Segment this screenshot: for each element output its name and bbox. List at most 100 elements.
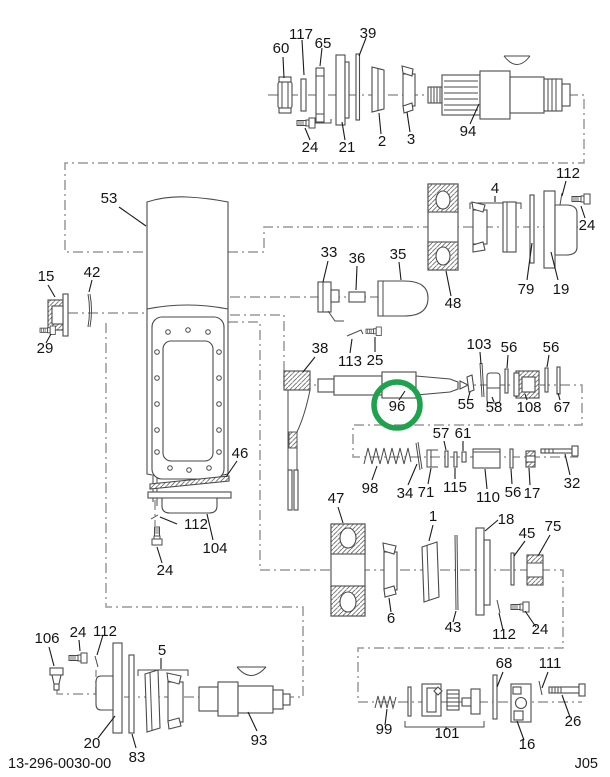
callout-68: 68 [496,655,513,672]
callout-leader-lines [45,37,586,749]
callout-43: 43 [445,619,462,636]
part-110-block [472,448,501,469]
callout-98: 98 [362,480,379,497]
callout-24: 24 [579,217,596,234]
part-65-spacer [315,67,325,123]
callout-111: 111 [539,655,562,672]
callout-79: 79 [518,281,535,298]
part-43-shim [454,534,459,611]
callout-24: 24 [157,562,174,579]
callout-24: 24 [70,624,87,641]
part-56-pin-c [509,448,514,469]
input-shaft-assembly [277,53,571,129]
part-17-sleeve [525,450,536,468]
callout-113: 113 [338,353,362,370]
callout-94: 94 [460,123,477,140]
callout-117: 117 [289,26,313,43]
callout-25: 25 [367,352,384,369]
part-4-bearing-set [469,201,522,253]
part-113-pin [346,329,364,337]
callout-20: 20 [84,735,101,752]
part-18-plate [475,527,491,616]
part-21-disc [335,54,350,126]
callout-16: 16 [519,736,536,753]
part-33-bracket [317,281,344,322]
callout-38: 38 [312,340,329,357]
callout-104: 104 [202,540,227,557]
callout-93: 93 [251,732,268,749]
callout-32: 32 [564,475,581,492]
callout-57: 57 [433,425,450,442]
callout-96-highlighted[interactable]: 96 [389,398,406,415]
callout-5: 5 [158,642,166,659]
thrust-washer-arc-93 [236,666,267,676]
callout-1: 1 [429,508,437,525]
part-6-bearing-cone [382,542,398,598]
callout-60: 60 [273,40,290,57]
part-34-strip [415,441,423,471]
left-flange-group [39,293,92,337]
part-35-cup [377,280,429,317]
callout-65: 65 [315,35,332,52]
callout-24: 24 [532,621,549,638]
part-20-plate [95,642,123,734]
callout-48: 48 [445,295,462,312]
part-83-shim [128,654,135,734]
part-56-pin-b [544,367,549,393]
part-19-cover [543,190,578,269]
callout-34: 34 [397,485,414,502]
part-32-rod [540,445,579,457]
selected-shaft-row [283,362,561,511]
part-16-block [510,683,532,723]
part-112-pin-r [496,599,501,614]
part-75-sleeve [526,554,544,586]
part-101-detent-kit [404,683,485,728]
part-36-block [348,291,366,303]
callout-106: 106 [34,630,59,647]
callout-17: 17 [524,485,541,502]
callout-112: 112 [184,516,208,533]
callout-36: 36 [349,250,366,267]
upper-right-bearing-row [427,183,591,271]
callout-103: 103 [466,336,491,353]
part-103-pin [479,362,485,398]
part-93-shaft [198,666,291,717]
bottom-right-assembly [374,674,586,728]
part-79-shim [529,194,535,264]
part-25-bolt [365,326,382,336]
part-45-pin [510,552,515,586]
callout-71: 71 [418,484,435,501]
callout-99: 99 [376,721,393,738]
callout-21: 21 [339,139,356,156]
callout-19: 19 [553,281,570,298]
callout-35: 35 [390,246,407,263]
highlight-ring[interactable] [371,379,423,431]
thrust-washer-arc [503,55,531,65]
part-111-pin [538,680,543,696]
part-112-pin-housing [150,514,159,520]
part-48-gear [427,183,459,271]
callout-112: 112 [556,165,580,182]
part-46-gasket [149,475,230,490]
callout-24: 24 [302,139,319,156]
callout-15: 15 [38,268,55,285]
part-61-pin [461,451,467,463]
callout-56: 56 [543,339,560,356]
part-98-spring [363,447,412,465]
part-112-pin-bl [94,655,99,668]
sheet-code: J05 [575,756,598,772]
part-106-fitting [49,667,64,691]
part-115-pin [453,451,458,468]
centerline-network [56,94,585,703]
callout-110: 110 [476,489,500,506]
part-3-bearing-cone [401,65,416,114]
part-2-bearing-cup [371,66,385,113]
callout-112: 112 [492,626,516,643]
part-99-spring [374,695,397,710]
callout-47: 47 [328,490,345,507]
part-55-pin [466,374,475,393]
callout-101: 101 [434,725,459,742]
